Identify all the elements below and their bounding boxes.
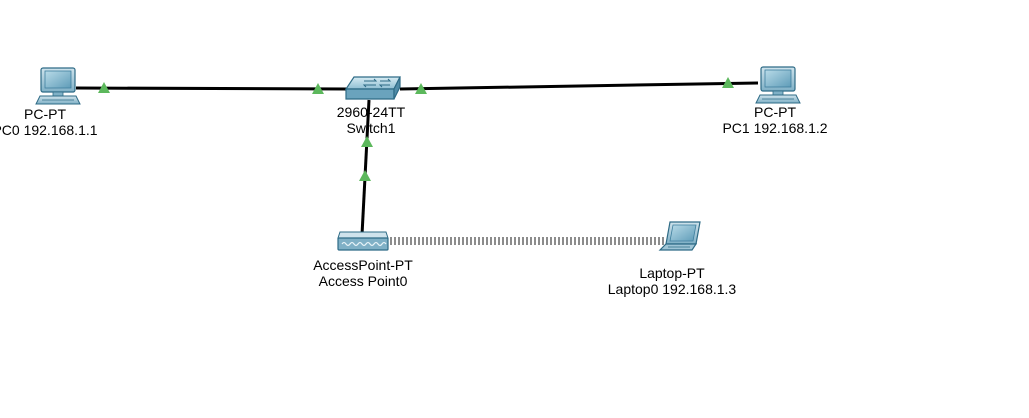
laptop-icon[interactable] xyxy=(658,221,701,251)
link-up-indicator xyxy=(312,83,324,94)
device-model: PC-PT xyxy=(754,104,796,120)
link-up-indicator xyxy=(359,170,371,181)
device-label-switch1: 2960-24TT Switch1 xyxy=(296,104,446,136)
device-model: Laptop-PT xyxy=(639,265,705,281)
link-status-layer xyxy=(98,77,734,181)
device-model: 2960-24TT xyxy=(336,104,406,120)
link-up-indicator xyxy=(361,136,373,147)
device-label-laptop0: Laptop-PT Laptop0 192.168.1.3 xyxy=(582,265,762,297)
device-model: PC-PT xyxy=(24,106,66,122)
device-name: Laptop0 192.168.1.3 xyxy=(607,281,737,297)
desktop-pc-icon[interactable] xyxy=(35,67,81,105)
device-name: PC0 192.168.1.1 xyxy=(0,122,98,138)
link-switch1-pc1[interactable] xyxy=(399,81,759,91)
link-switch1-ap0[interactable] xyxy=(360,99,371,236)
device-label-pc1: PC-PT PC1 192.168.1.2 xyxy=(700,104,850,136)
link-up-indicator xyxy=(98,82,110,93)
switch-icon[interactable] xyxy=(344,76,401,100)
device-name: PC1 192.168.1.2 xyxy=(722,120,828,136)
links-layer xyxy=(75,81,759,245)
link-up-indicator xyxy=(415,83,427,94)
device-name: Switch1 xyxy=(346,120,396,136)
link-up-indicator xyxy=(722,77,734,88)
device-label-ap0: AccessPoint-PT Access Point0 xyxy=(288,257,438,289)
device-label-pc0: PC-PT PC0 192.168.1.1 xyxy=(0,106,120,138)
link-pc0-switch1[interactable] xyxy=(75,86,349,91)
device-model: AccessPoint-PT xyxy=(313,257,413,273)
access-point-icon[interactable] xyxy=(337,231,389,251)
desktop-pc-icon[interactable] xyxy=(755,66,801,104)
device-name: Access Point0 xyxy=(318,273,408,289)
